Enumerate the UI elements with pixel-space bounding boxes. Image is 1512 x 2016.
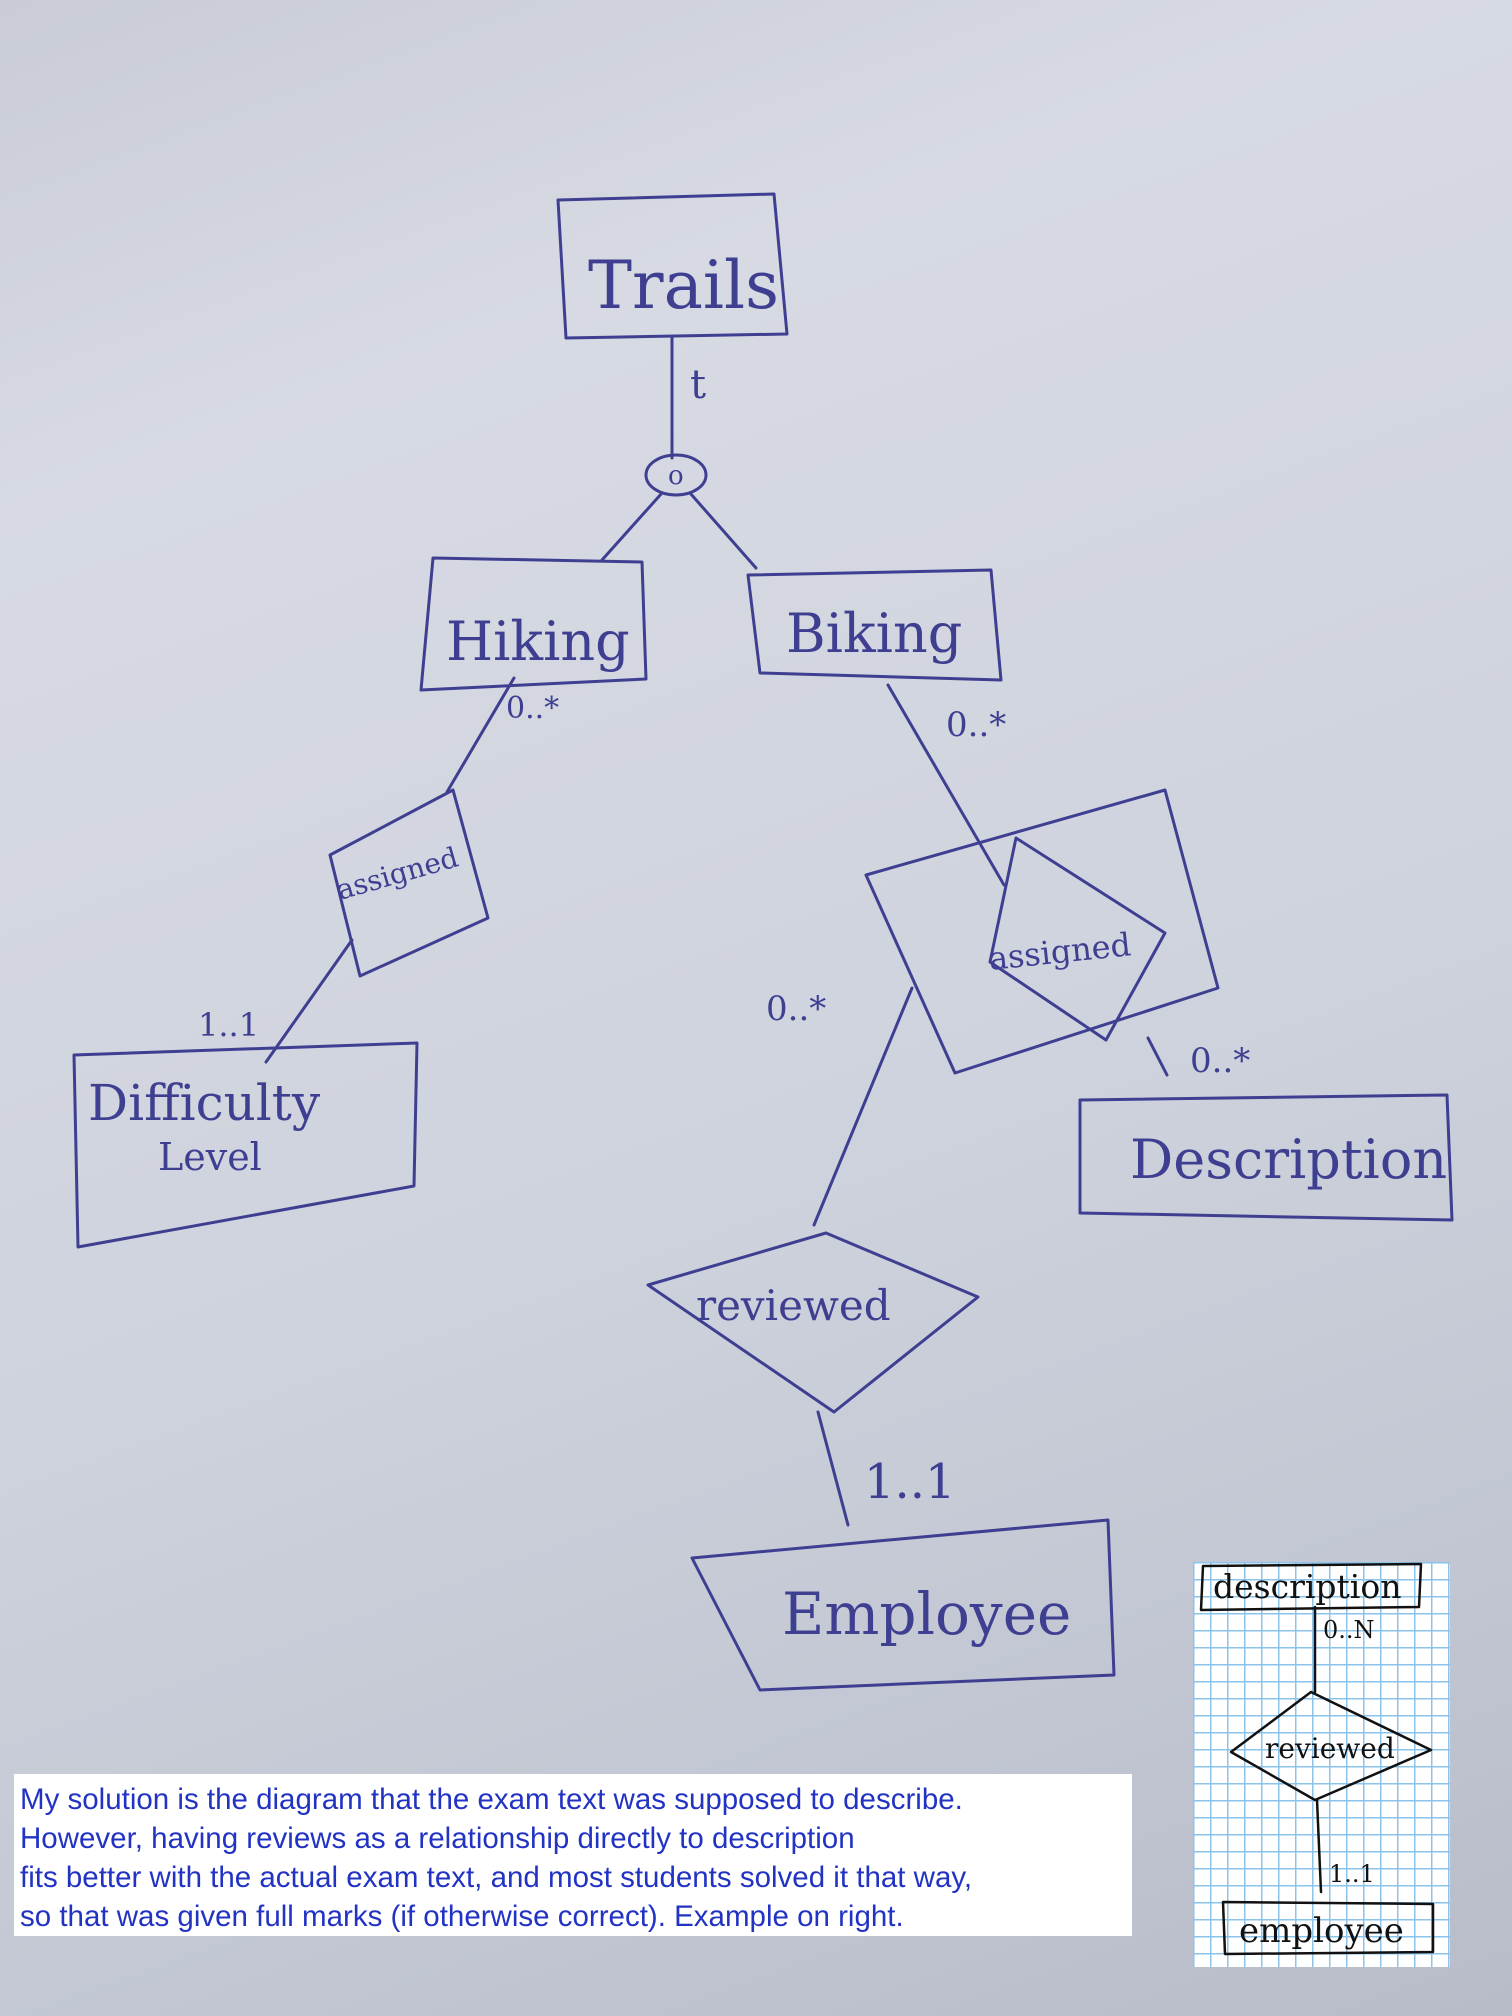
trails-label: Trails [588, 247, 779, 324]
description-label: Description [1130, 1128, 1447, 1191]
biking-entity-box [746, 568, 1003, 682]
cardinality-hiking-assigned: 0..* [506, 691, 559, 726]
assigned-biking-label: assigned [987, 925, 1133, 978]
employee-entity-box [690, 1518, 1116, 1692]
assigned-hiking-relationship [328, 788, 490, 978]
note-line: fits better with the actual exam text, a… [20, 1861, 973, 1894]
aggregate-to-reviewed-line [812, 986, 914, 1227]
difficulty-label: Difficulty [88, 1074, 321, 1132]
inset-reviewed-diamond [1229, 1690, 1433, 1802]
inset-description-label: description [1213, 1567, 1401, 1606]
inset-bottom-line [1315, 1798, 1323, 1894]
inset-diagram: description 0..N reviewed 1..1 employee [1199, 1562, 1435, 1956]
alternative-solution-inset: description 0..N reviewed 1..1 employee [1193, 1562, 1450, 1967]
hiking-to-assigned-line [445, 676, 516, 794]
cardinality-difficulty-assigned: 1..1 [198, 1006, 259, 1044]
inset-description-box [1199, 1562, 1423, 1612]
reviewed-to-employee-line [816, 1410, 850, 1527]
cardinality-reviewed-employee: 1..1 [864, 1454, 956, 1510]
note-line: so that was given full marks (if otherwi… [20, 1900, 904, 1933]
specialization-constraint-symbol: o [668, 461, 684, 491]
completeness-label: t [690, 362, 706, 408]
aggregation-box [864, 788, 1220, 1075]
employee-label: Employee [782, 1580, 1071, 1648]
reviewed-relationship [646, 1231, 980, 1414]
inset-employee-box [1221, 1900, 1435, 1956]
specialization-circle [644, 453, 708, 497]
difficulty-level-entity-box [72, 1041, 419, 1249]
cardinality-aggregate-reviewed: 0..* [766, 989, 826, 1029]
biking-to-assigned-line [886, 683, 1006, 887]
inset-employee-label: employee [1239, 1911, 1404, 1951]
description-entity-box [1078, 1093, 1454, 1222]
cardinality-biking-assigned: 0..* [946, 705, 1006, 745]
level-label: Level [158, 1135, 262, 1179]
inset-cardinality-bottom: 1..1 [1329, 1860, 1375, 1888]
cardinality-assigned-description: 0..* [1190, 1041, 1250, 1081]
note-line: However, having reviews as a relationshi… [20, 1822, 855, 1855]
hiking-entity-box [419, 556, 648, 692]
assigned-to-difficulty-line [264, 938, 354, 1064]
assigned-to-description-line [1146, 1036, 1169, 1077]
circle-to-biking-line [688, 491, 758, 570]
inset-cardinality-top: 0..N [1323, 1616, 1375, 1644]
note-line: My solution is the diagram that the exam… [20, 1783, 963, 1816]
reviewed-label: reviewed [696, 1281, 891, 1330]
trails-entity-box [556, 192, 789, 340]
grading-note: My solution is the diagram that the exam… [14, 1774, 1132, 1936]
hiking-label: Hiking [446, 610, 630, 673]
biking-label: Biking [786, 602, 962, 665]
assigned-biking-relationship [988, 836, 1167, 1042]
circle-to-hiking-line [600, 491, 664, 562]
inset-reviewed-label: reviewed [1265, 1732, 1395, 1765]
assigned-hiking-label: assigned [333, 841, 462, 907]
